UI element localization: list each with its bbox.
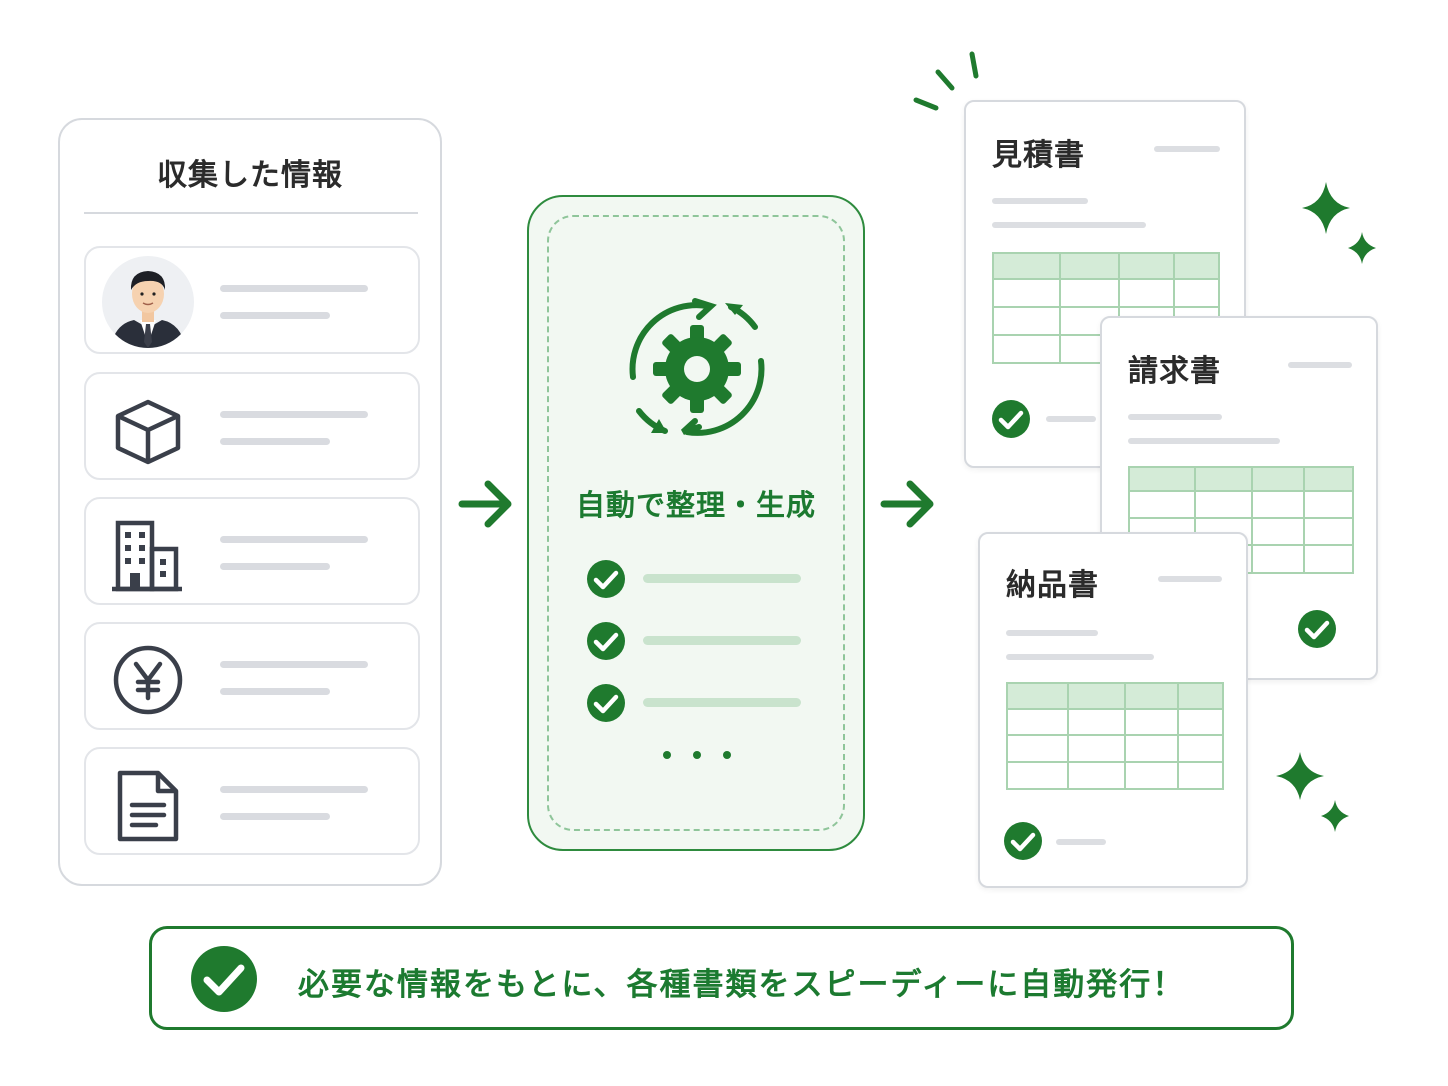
box-icon xyxy=(115,399,181,465)
banner-text: 必要な情報をもとに、各種書類をスピーディーに自動発行！ xyxy=(298,967,1186,1003)
gear-cycle-icon xyxy=(629,298,765,436)
placeholder-line xyxy=(1154,146,1220,152)
check-circle-icon xyxy=(587,560,625,598)
info-item-price xyxy=(84,622,420,730)
table-grid xyxy=(992,252,1220,364)
yen-icon xyxy=(113,645,183,715)
collected-info-title: 収集した情報 xyxy=(157,158,343,193)
placeholder-line xyxy=(992,222,1146,228)
person-avatar-icon xyxy=(102,256,194,348)
collected-info-panel: 収集した情報 xyxy=(58,118,442,886)
placeholder-line xyxy=(220,411,368,418)
check-circle-icon xyxy=(587,622,625,660)
placeholder-line xyxy=(1006,630,1098,636)
document-card-delivery: 納品書 xyxy=(978,532,1248,888)
placeholder-line xyxy=(1006,654,1154,660)
check-circle-icon xyxy=(992,400,1030,438)
placeholder-line xyxy=(220,285,368,292)
dashed-frame xyxy=(547,215,845,831)
process-label: 自動で整理・生成 xyxy=(575,488,816,522)
placeholder-line xyxy=(220,661,368,668)
divider xyxy=(84,212,418,214)
document-title: 見積書 xyxy=(992,138,1085,173)
checklist-line xyxy=(643,636,801,645)
arrow-right-icon xyxy=(458,480,512,528)
placeholder-line xyxy=(992,198,1088,204)
placeholder-line xyxy=(1288,362,1352,368)
document-title: 請求書 xyxy=(1128,354,1221,389)
ellipsis-icon xyxy=(663,751,731,759)
checklist-line xyxy=(643,574,801,583)
table-grid xyxy=(1006,682,1224,790)
check-circle-icon xyxy=(1004,822,1042,860)
burst-lines-icon xyxy=(913,51,979,111)
placeholder-line xyxy=(1056,839,1106,845)
placeholder-line xyxy=(220,312,330,319)
table-grid xyxy=(1128,466,1354,574)
placeholder-line xyxy=(1128,414,1222,420)
placeholder-line xyxy=(1046,416,1096,422)
sparkle-icon xyxy=(1302,182,1376,264)
placeholder-line xyxy=(220,813,330,820)
info-item-company xyxy=(84,497,420,605)
summary-banner: 必要な情報をもとに、各種書類をスピーディーに自動発行！ xyxy=(149,926,1294,1030)
placeholder-line xyxy=(220,688,330,695)
checklist-line xyxy=(643,698,801,707)
info-item-person xyxy=(84,246,420,354)
placeholder-line xyxy=(220,438,330,445)
building-icon xyxy=(112,520,182,592)
check-circle-icon xyxy=(587,684,625,722)
auto-process-panel: 自動で整理・生成 xyxy=(527,195,865,851)
placeholder-line xyxy=(220,563,330,570)
document-icon xyxy=(117,770,179,842)
check-circle-icon xyxy=(1298,610,1336,648)
placeholder-line xyxy=(220,536,368,543)
document-title: 納品書 xyxy=(1006,568,1099,603)
info-item-product xyxy=(84,372,420,480)
placeholder-line xyxy=(1128,438,1280,444)
placeholder-line xyxy=(1158,576,1222,582)
sparkle-icon xyxy=(1276,752,1349,832)
info-item-document xyxy=(84,747,420,855)
check-circle-icon xyxy=(191,946,257,1012)
placeholder-line xyxy=(220,786,368,793)
arrow-right-icon xyxy=(880,480,934,528)
